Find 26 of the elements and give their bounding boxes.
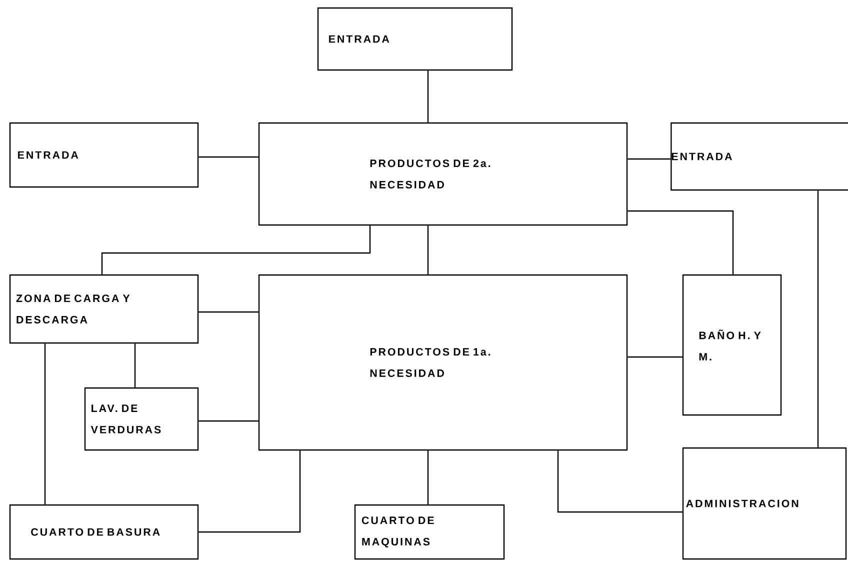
room-box: CUARTO DE MAQUINAS (354, 504, 505, 560)
room-box: PRODUCTOS DE 1a. NECESIDAD (258, 274, 628, 451)
connector-line (628, 158, 671, 160)
connector-line (134, 344, 136, 388)
room-box: ENTRADA (317, 7, 513, 71)
connector-line (557, 450, 682, 513)
connector-line (427, 450, 429, 504)
room-box: CUARTO DE BASURA (9, 504, 199, 560)
connector-line (198, 156, 258, 158)
connector-line (817, 190, 819, 448)
connector-line (198, 450, 301, 533)
room-box: PRODUCTOS DE 2a. NECESIDAD (258, 122, 628, 226)
room-box: LAV. DE VERDURAS (84, 387, 199, 451)
connector-line (101, 226, 371, 274)
room-box: ZONA DE CARGA Y DESCARGA (9, 274, 199, 344)
connector-line (198, 420, 258, 422)
connector-line (427, 226, 429, 274)
connector-line (427, 70, 429, 122)
connector-line (44, 344, 46, 504)
connector-line (628, 210, 734, 274)
connector-line (628, 356, 682, 358)
connector-line (198, 311, 258, 313)
room-box: ADMINISTRACION (682, 447, 847, 560)
room-box: ENTRADA (9, 122, 199, 188)
room-box: ENTRADA (670, 122, 848, 191)
room-box: BAÑO H. Y M. (682, 274, 782, 416)
